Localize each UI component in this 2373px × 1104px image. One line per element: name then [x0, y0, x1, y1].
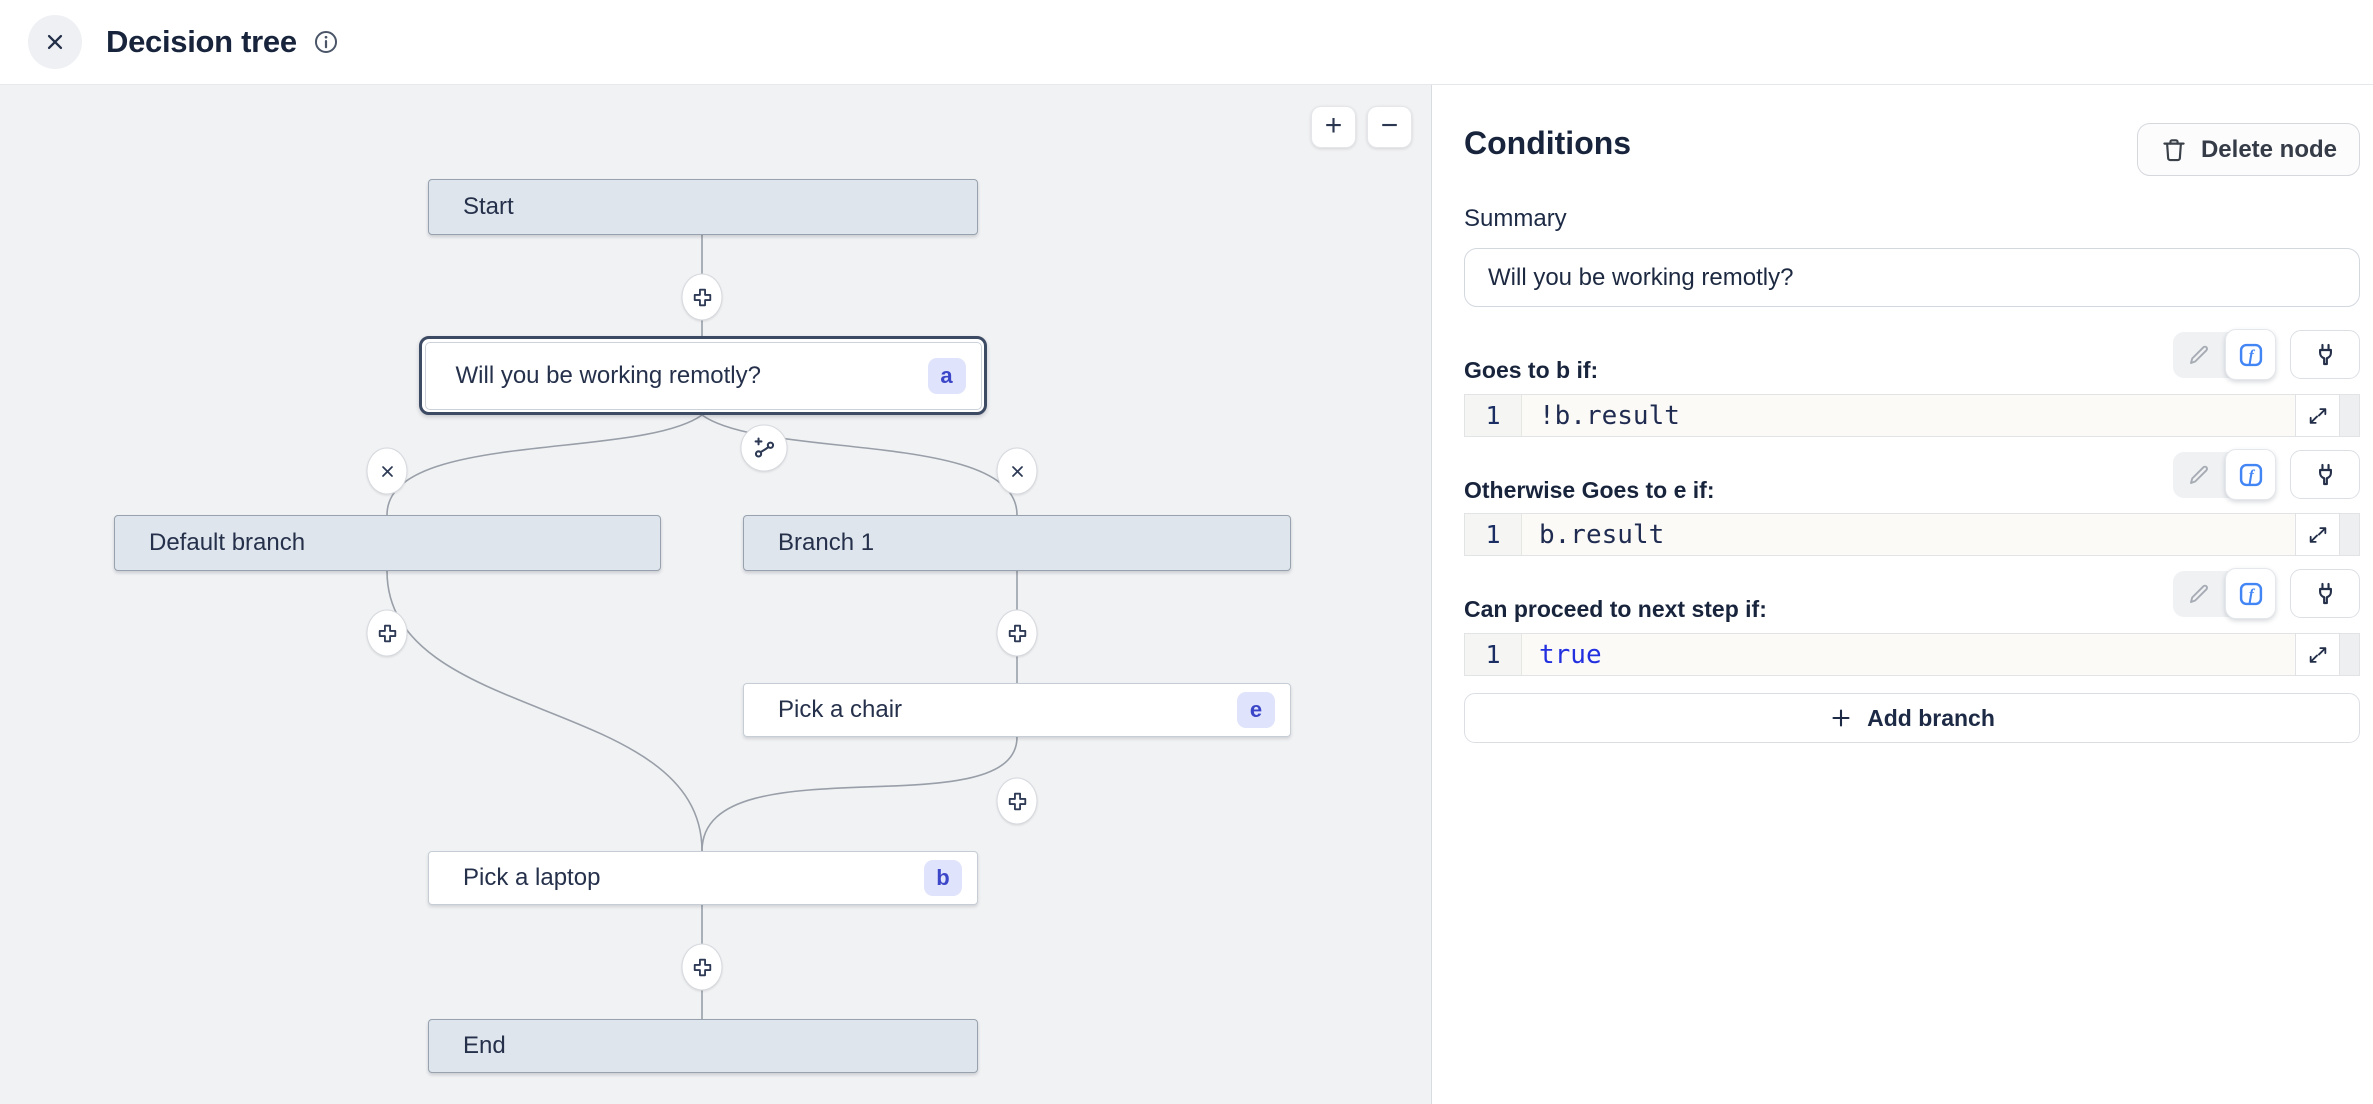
editor-mode-controls: f	[2173, 329, 2360, 380]
expand-editor-button[interactable]	[2295, 513, 2340, 556]
insert-node-button[interactable]	[996, 609, 1038, 657]
zoom-out-button[interactable]: −	[1367, 106, 1412, 148]
x-icon	[381, 465, 393, 477]
fx-mode-button[interactable]: f	[2225, 329, 2276, 380]
code-row-spacer	[2340, 395, 2359, 436]
conditions-panel: Conditions Delete node Summary Goes to b…	[1432, 85, 2373, 1104]
fx-mode-button[interactable]: f	[2225, 568, 2276, 619]
connect-data-button[interactable]	[2290, 450, 2360, 499]
remove-branch-button[interactable]	[366, 447, 408, 495]
summary-label: Summary	[1464, 205, 1567, 232]
expand-icon	[2309, 646, 2326, 663]
code-line-number: 1	[1465, 634, 1522, 675]
header: Decision tree	[0, 0, 2373, 85]
plus-icon	[693, 288, 711, 306]
add-branch-connector-button[interactable]	[740, 424, 788, 472]
node-label: Will you be working remotly?	[455, 361, 761, 389]
plug-icon	[2318, 343, 2332, 366]
close-icon	[47, 34, 63, 50]
node-end[interactable]: End	[428, 1019, 978, 1073]
expand-icon	[2309, 407, 2326, 424]
add-branch-button[interactable]: Add branch	[1464, 693, 2360, 743]
expand-editor-button[interactable]	[2295, 394, 2340, 437]
node-label: Start	[463, 193, 514, 220]
insert-node-button[interactable]	[681, 273, 723, 321]
add-branch-label: Add branch	[1867, 704, 1995, 731]
trash-icon	[2163, 138, 2185, 161]
code-line-number: 1	[1465, 514, 1522, 555]
node-badge: e	[1237, 692, 1275, 728]
connect-data-button[interactable]	[2290, 330, 2360, 379]
fx-icon: f	[2239, 582, 2262, 605]
editor-mode-controls: f	[2173, 568, 2360, 619]
plus-icon	[1832, 709, 1850, 727]
fx-icon: f	[2239, 463, 2262, 486]
panel-title: Conditions	[1464, 125, 1632, 161]
text-mode-button[interactable]	[2173, 571, 2225, 617]
code-row-spacer	[2340, 634, 2359, 675]
condition-label: Can proceed to next step if:	[1464, 596, 1767, 622]
svg-text:f: f	[2248, 586, 2255, 603]
insert-node-button[interactable]	[996, 777, 1038, 825]
node-badge: a	[927, 357, 966, 394]
insert-node-button[interactable]	[366, 609, 408, 657]
condition-code-editor[interactable]: 1 true	[1464, 633, 2360, 676]
plus-icon	[1008, 792, 1026, 810]
connect-data-button[interactable]	[2290, 569, 2360, 618]
fx-icon: f	[2239, 343, 2262, 366]
pencil-icon	[2190, 465, 2208, 484]
code-line-number: 1	[1465, 395, 1522, 436]
node-badge: b	[924, 860, 962, 896]
editor-mode-controls: f	[2173, 449, 2360, 500]
plug-icon	[2318, 582, 2332, 605]
condition-label: Goes to b if:	[1464, 357, 1599, 383]
remove-branch-button[interactable]	[996, 447, 1038, 495]
plug-icon	[2318, 463, 2332, 486]
node-label: End	[463, 1032, 506, 1059]
plus-icon	[378, 624, 396, 642]
insert-node-button[interactable]	[681, 943, 723, 991]
fx-mode-button[interactable]: f	[2225, 449, 2276, 500]
condition-label: Otherwise Goes to e if:	[1464, 477, 1715, 503]
condition-code-editor[interactable]: 1 b.result	[1464, 513, 2360, 556]
plus-icon	[693, 958, 711, 976]
editor-mode-toggle: f	[2173, 449, 2276, 500]
plus-icon	[1008, 624, 1026, 642]
node-label: Pick a chair	[778, 696, 903, 723]
info-icon[interactable]	[312, 28, 340, 56]
node-label: Default branch	[149, 529, 306, 556]
flow-canvas[interactable]: Start Will you be working remotly? a Def…	[0, 85, 1432, 1104]
editor-mode-toggle: f	[2173, 568, 2276, 619]
code-text: b.result	[1539, 519, 1665, 550]
expand-editor-button[interactable]	[2295, 633, 2340, 676]
text-mode-button[interactable]	[2173, 452, 2225, 498]
pencil-icon	[2190, 345, 2208, 364]
svg-text:f: f	[2248, 467, 2255, 484]
zoom-in-button[interactable]: +	[1311, 106, 1356, 148]
code-row-spacer	[2340, 514, 2359, 555]
node-label: Branch 1	[778, 529, 875, 556]
code-text: !b.result	[1539, 400, 1680, 431]
delete-node-label: Delete node	[2200, 135, 2337, 163]
condition-code-editor[interactable]: 1 !b.result	[1464, 394, 2360, 437]
editor-mode-toggle: f	[2173, 329, 2276, 380]
svg-text:f: f	[2248, 347, 2255, 364]
page-title: Decision tree	[106, 24, 297, 59]
code-text: true	[1539, 639, 1602, 670]
node-pick-a-laptop[interactable]: Pick a laptop b	[428, 851, 978, 905]
expand-icon	[2309, 526, 2326, 543]
close-button[interactable]	[28, 15, 82, 69]
node-start[interactable]: Start	[428, 179, 978, 235]
node-question-selected[interactable]: Will you be working remotly? a	[419, 336, 987, 415]
summary-input[interactable]	[1464, 248, 2360, 307]
branch-split-icon	[754, 437, 774, 458]
x-icon	[1011, 465, 1023, 477]
node-branch-1[interactable]: Branch 1	[743, 515, 1291, 571]
delete-node-button[interactable]: Delete node	[2136, 123, 2360, 176]
node-label: Pick a laptop	[463, 864, 601, 891]
node-default-branch[interactable]: Default branch	[114, 515, 661, 571]
pencil-icon	[2190, 584, 2208, 603]
text-mode-button[interactable]	[2173, 332, 2225, 378]
node-pick-a-chair[interactable]: Pick a chair e	[743, 683, 1291, 737]
